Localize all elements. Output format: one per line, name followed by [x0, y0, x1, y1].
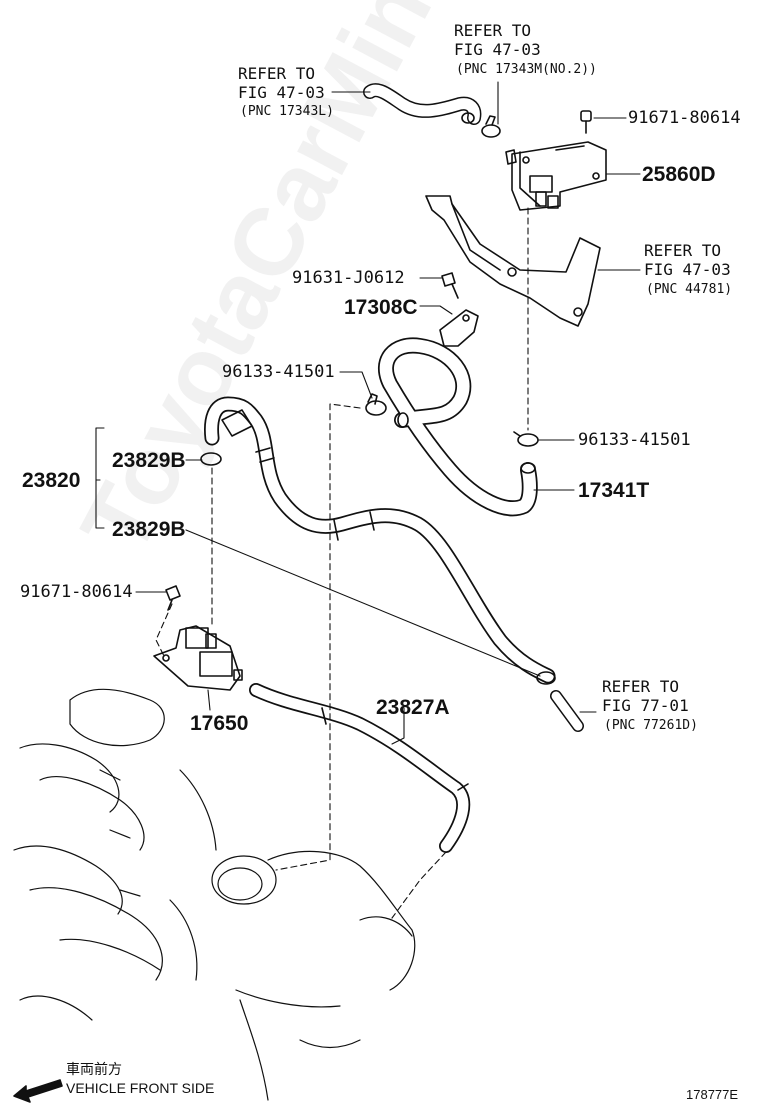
hose-clamp-96133-right	[513, 431, 539, 447]
part-number-23827a: 23827A	[376, 696, 450, 719]
ref-77261d-line2: FIG 77-01	[602, 696, 689, 715]
ref-44781-pnc: (PNC 44781)	[646, 282, 733, 297]
part-number-23820: 23820	[22, 469, 81, 492]
hose-23827a	[249, 683, 471, 853]
vehicle-front-arrow	[13, 1079, 63, 1103]
part-number-96133-left: 96133-41501	[222, 362, 335, 382]
bolt-91631	[441, 272, 459, 299]
ref-17343l-pnc: (PNC 17343L)	[240, 104, 334, 119]
vsv-25860d	[505, 141, 607, 211]
vehicle-front-label-jp: 車両前方	[66, 1061, 122, 1077]
ref-17343m-line1: REFER TO	[454, 21, 532, 40]
ref-17343l-line2: FIG 47-03	[238, 83, 325, 102]
ref-44781-line1: REFER TO	[644, 241, 722, 260]
ref-77261d-line1: REFER TO	[602, 677, 680, 696]
part-number-91631: 91631-J0612	[292, 268, 405, 288]
hose-17341t	[377, 337, 538, 517]
clamp-17308c	[439, 309, 479, 347]
bracket-44781	[425, 195, 601, 327]
ref-17343m-pnc: (PNC 17343M(NO.2))	[456, 62, 597, 77]
part-number-17341t: 17341T	[578, 479, 650, 502]
part-number-25860d: 25860D	[642, 163, 716, 186]
part-number-91671-top: 91671-80614	[628, 108, 741, 128]
part-number-17650: 17650	[190, 712, 249, 735]
part-number-23829b-bottom: 23829B	[112, 518, 186, 541]
bolt-91671-left	[165, 585, 181, 611]
ref-17343m-line2: FIG 47-03	[454, 40, 541, 59]
ref-44781-line2: FIG 47-03	[644, 260, 731, 279]
illustration-id: 178777E	[686, 1087, 739, 1102]
pipe-77261d	[550, 690, 584, 732]
bolt-91671-top	[580, 110, 592, 134]
guide-lines	[155, 207, 529, 919]
hose-clamp-23829b-top	[200, 452, 222, 466]
ref-17343l-line1: REFER TO	[238, 64, 316, 83]
ref-77261d-pnc: (PNC 77261D)	[604, 718, 698, 733]
leader-lines	[95, 81, 641, 745]
hose-17343l	[363, 83, 482, 125]
hose-clamp-23829b-bottom	[536, 671, 556, 685]
hose-clamp-top	[481, 115, 501, 138]
hose-clamp-96133-left	[365, 393, 387, 416]
part-number-17308c: 17308C	[344, 296, 418, 319]
engine-outline	[13, 688, 416, 1101]
part-number-91671-left: 91671-80614	[20, 582, 133, 602]
vsv-17650	[153, 625, 243, 691]
hose-23820	[204, 396, 556, 684]
part-number-96133-right: 96133-41501	[578, 430, 691, 450]
part-number-23829b-top: 23829B	[112, 449, 186, 472]
vehicle-front-label-en: VEHICLE FRONT SIDE	[66, 1080, 215, 1096]
